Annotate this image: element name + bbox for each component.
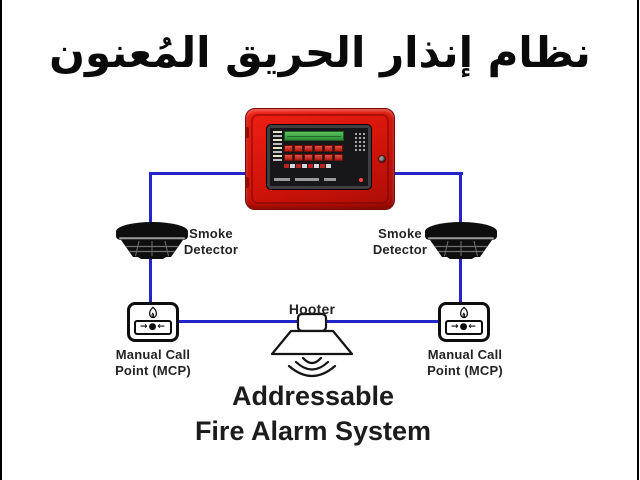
left-border-line: [0, 0, 2, 480]
manual-call-point-left-icon: →●←: [127, 302, 179, 342]
mcp-symbol: →●←: [134, 320, 172, 335]
panel-hinge: [245, 177, 249, 188]
panel-hinge: [245, 127, 249, 138]
panel-label-strip: [274, 178, 336, 181]
smoke-detector-left-icon: [116, 222, 188, 259]
panel-status-led: [359, 178, 363, 182]
panel-indicator-row: [284, 164, 331, 168]
flame-icon: [459, 306, 469, 319]
fire-alarm-control-panel: [245, 108, 395, 210]
page-title: نظام إنذار الحريق المُعنون: [49, 28, 591, 77]
flame-icon: [148, 306, 158, 319]
footer-title-line1: Addressable: [231, 381, 395, 411]
panel-display-area: [267, 125, 371, 189]
smoke-detector-left-label: Smoke Detector: [183, 226, 239, 258]
smoke-detector-right-label: Smoke Detector: [372, 226, 428, 258]
panel-dot-grid: [355, 133, 365, 151]
wire-left-horizontal: [149, 172, 249, 175]
led-indicator-column: [273, 131, 283, 163]
mcp-symbol: →●←: [445, 320, 483, 335]
mcp-right-label: Manual Call Point (MCP): [427, 347, 503, 379]
panel-door-frame: [251, 114, 389, 204]
footer-title-line2: Fire Alarm System: [194, 416, 432, 446]
panel-button-row: [284, 154, 343, 161]
lcd-display: [284, 131, 344, 141]
hooter-speaker-icon: [270, 312, 354, 378]
hooter-label: Hooter: [288, 301, 336, 317]
manual-call-point-right-icon: →●←: [438, 302, 490, 342]
mcp-left-label: Manual Call Point (MCP): [115, 347, 191, 379]
smoke-detector-right-icon: [425, 222, 497, 259]
panel-keyhole-icon: [378, 155, 386, 163]
wire-right-horizontal: [391, 172, 463, 175]
panel-button-row: [284, 145, 343, 152]
right-border-line: [637, 0, 639, 480]
